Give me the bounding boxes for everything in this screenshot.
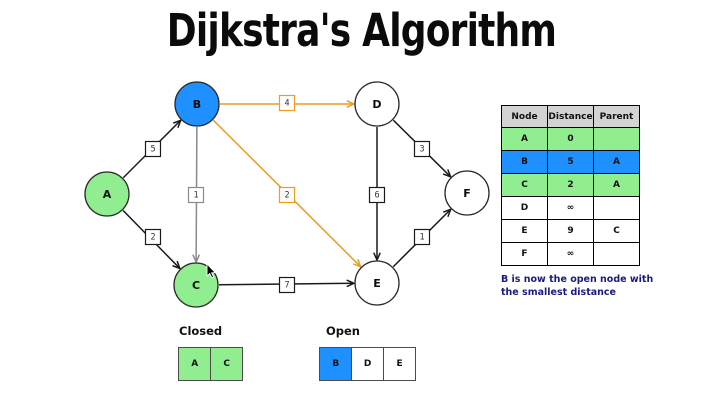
table-cell xyxy=(593,242,640,266)
mouse-cursor-icon xyxy=(206,262,217,279)
edge-weight-label-B-C: 1 xyxy=(193,191,198,201)
graph-arrowhead-A-B xyxy=(172,118,183,129)
table-cell: ∞ xyxy=(547,196,594,220)
edge-weight-label-B-E: 2 xyxy=(284,191,289,201)
graph-arrowhead-D-E xyxy=(373,252,381,262)
table-cell: 5 xyxy=(547,150,594,174)
open-list-label: Open xyxy=(326,324,360,338)
edge-weight-box-D-E xyxy=(368,186,386,204)
graph-arrowhead-B-D xyxy=(346,100,356,108)
edge-weight-box-A-B xyxy=(144,140,162,158)
open-cell-E: E xyxy=(382,347,417,381)
edge-weight-box-D-F xyxy=(413,140,431,158)
table-cell: E xyxy=(501,219,548,243)
graph-arrowhead-E-F xyxy=(442,207,453,218)
graph-node-label-F: F xyxy=(463,187,471,200)
graph-node-label-E: E xyxy=(373,277,381,290)
graph-arrowhead-A-C xyxy=(172,260,182,270)
edge-weight-box-A-C xyxy=(144,228,162,246)
table-cell xyxy=(593,127,640,151)
table-cell: F xyxy=(501,242,548,266)
edge-weight-label-B-D: 4 xyxy=(284,99,289,109)
graph-arrowhead-D-F xyxy=(442,169,452,179)
edge-weight-box-E-F xyxy=(413,228,431,246)
edge-weight-label-D-E: 6 xyxy=(374,191,379,201)
edge-weight-box-B-C xyxy=(187,186,205,204)
graph-node-B xyxy=(174,81,220,127)
graph-node-label-A: A xyxy=(103,188,112,201)
table-header-node: Node xyxy=(501,105,548,128)
table-cell: 2 xyxy=(547,173,594,197)
edge-weight-box-B-D xyxy=(278,94,296,112)
table-header-row: Node Distance Parent xyxy=(501,105,640,128)
table-cell: C xyxy=(501,173,548,197)
graph-node-label-C: C xyxy=(192,279,200,292)
table-cell xyxy=(593,196,640,220)
table-header-distance: Distance xyxy=(547,105,594,128)
table-cell: D xyxy=(501,196,548,220)
table-cell: A xyxy=(501,127,548,151)
edge-weight-label-A-B: 5 xyxy=(150,145,155,155)
edge-weight-box-C-E xyxy=(278,276,296,294)
table-cell: A xyxy=(593,150,640,174)
table-row: F∞ xyxy=(501,242,640,266)
edge-weight-label-E-F: 1 xyxy=(419,233,424,243)
edge-weight-label-C-E: 7 xyxy=(284,281,289,291)
graph-node-A xyxy=(84,171,130,217)
edge-weight-box-B-E xyxy=(278,186,296,204)
table-cell: ∞ xyxy=(547,242,594,266)
graph-node-D xyxy=(354,81,400,127)
table-cell: B xyxy=(501,150,548,174)
graph-node-E xyxy=(354,260,400,306)
closed-cell-C: C xyxy=(209,347,244,381)
graph-arrowhead-B-C xyxy=(192,254,201,264)
graph-node-F xyxy=(444,170,490,216)
edge-weight-label-A-C: 2 xyxy=(150,233,155,243)
closed-list-label: Closed xyxy=(179,324,223,338)
open-cell-B: B xyxy=(319,347,353,381)
edge-weight-label-D-F: 3 xyxy=(419,145,424,155)
graph-arrowhead-B-E xyxy=(352,259,362,269)
table-cell: 9 xyxy=(547,219,594,243)
open-cell-D: D xyxy=(350,347,385,381)
graph-node-label-B: B xyxy=(193,98,201,111)
page-title: Dijkstra's Algorithm xyxy=(166,4,557,57)
table-header-parent: Parent xyxy=(593,105,640,128)
table-row: D∞ xyxy=(501,196,640,220)
table-cell: 0 xyxy=(547,127,594,151)
closed-cell-A: A xyxy=(178,347,212,381)
graph-arrowhead-C-E xyxy=(346,279,356,288)
status-caption: B is now the open node with the smallest… xyxy=(501,274,654,299)
table-cell: A xyxy=(593,173,640,197)
graph-node-label-D: D xyxy=(372,98,381,111)
table-cell: C xyxy=(593,219,640,243)
